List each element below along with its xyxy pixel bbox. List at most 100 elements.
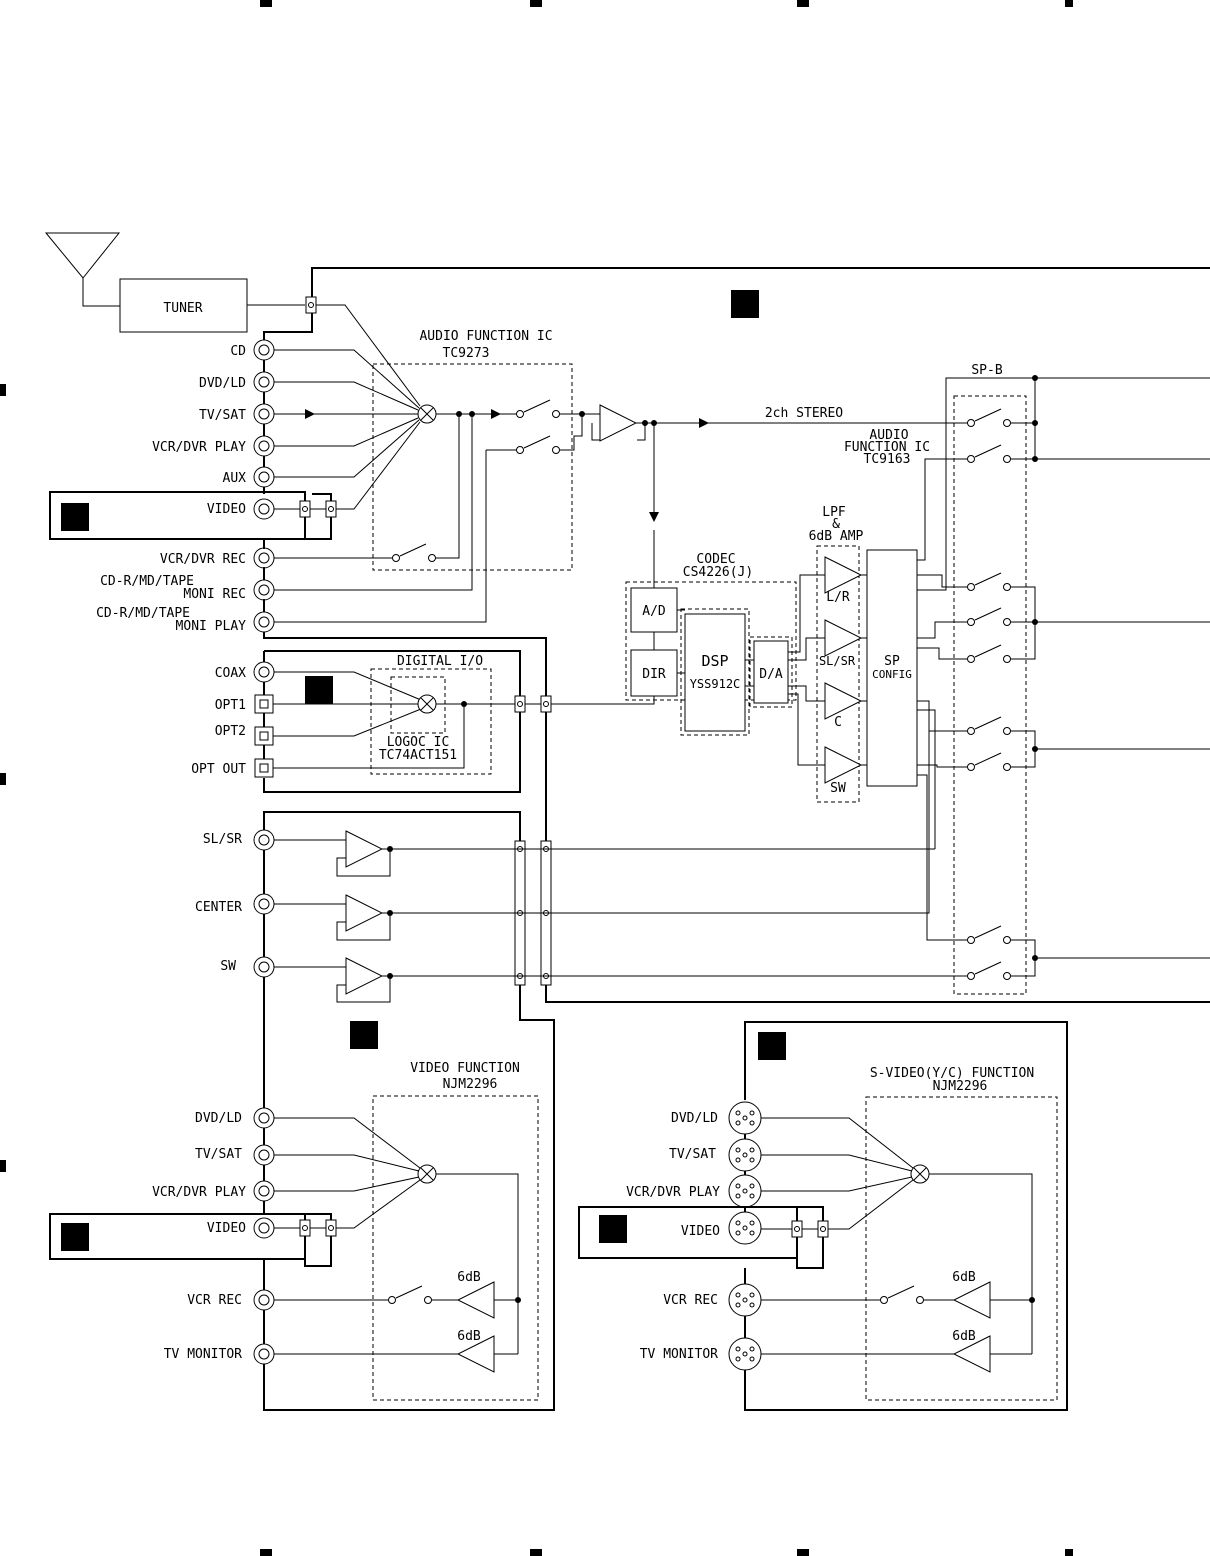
board-id-block-front-3 xyxy=(599,1215,627,1243)
video-jacks xyxy=(253,1107,275,1365)
lpf-label-3: 6dB AMP xyxy=(809,529,864,544)
video-jack-label-tvsat: TV/SAT xyxy=(195,1147,242,1162)
audio-function-ic-label: AUDIO FUNCTION IC xyxy=(419,329,552,344)
amp-label-slsr: SL/SR xyxy=(819,654,856,668)
svideo-jack-label-dvd: DVD/LD xyxy=(671,1111,718,1126)
audio-input-label-cd: CD xyxy=(230,344,246,359)
audio-input-label-video: VIDEO xyxy=(207,502,246,517)
digital-input-label-coax: COAX xyxy=(215,666,246,681)
audio-input-label-vcr-rec: VCR/DVR REC xyxy=(160,552,246,567)
svideo-jack-label-vcr-rec: VCR REC xyxy=(663,1293,718,1308)
audio-function-ic2-part: TC9163 xyxy=(864,452,911,467)
dsp-block xyxy=(684,613,746,732)
main-board-outline xyxy=(311,267,1210,297)
multich-buffers xyxy=(274,731,967,1003)
multich-input-jacks xyxy=(253,829,275,1108)
board-id-block-video xyxy=(350,1021,378,1049)
registration-marks xyxy=(0,0,1073,1556)
board-id-block-front-1 xyxy=(61,503,89,531)
digital-board-outline xyxy=(264,650,521,696)
sp-config-label-1: SP xyxy=(884,654,900,669)
video-function-label: VIDEO FUNCTION xyxy=(410,1061,520,1076)
dsp-label: DSP xyxy=(701,652,728,670)
video-gain-label-1: 6dB xyxy=(457,1270,481,1285)
digital-input-label-opt2: OPT2 xyxy=(215,724,246,739)
multich-board-outline xyxy=(263,811,521,841)
audio-input-label-dvd: DVD/LD xyxy=(199,376,246,391)
video-jack-label-dvd: DVD/LD xyxy=(195,1111,242,1126)
video-selector-wiring xyxy=(274,1117,521,1373)
svideo-jack-label-tvsat: TV/SAT xyxy=(669,1147,716,1162)
codec-part: CS4226(J) xyxy=(683,565,753,580)
board-id-block-front-2 xyxy=(61,1223,89,1251)
front-video-board-2 xyxy=(49,1213,306,1260)
sp-config-block xyxy=(866,549,918,787)
svideo-gain-label-1: 6dB xyxy=(952,1270,976,1285)
stereo-buffer xyxy=(591,404,970,522)
spb-label: SP-B xyxy=(971,363,1002,378)
logic-ic-part: TC74ACT151 xyxy=(379,748,457,763)
amp-label-lr: L/R xyxy=(826,590,850,605)
logic-ic-label: LOGOC IC xyxy=(387,735,450,750)
audio-input-jacks xyxy=(253,339,275,633)
video-gain-label-2: 6dB xyxy=(457,1329,481,1344)
multich-input-label-slsr: SL/SR xyxy=(203,832,242,847)
audio-input-label-cdr-rec-2: MONI REC xyxy=(183,587,246,602)
video-jack-label-vcr-play: VCR/DVR PLAY xyxy=(152,1185,246,1200)
lpf-box xyxy=(816,545,860,803)
audio-input-label-aux: AUX xyxy=(223,471,247,486)
logic-ic-box xyxy=(390,676,446,734)
da-label: D/A xyxy=(759,667,783,682)
multich-input-label-sw: SW xyxy=(220,959,236,974)
amp-label-c: C xyxy=(834,715,842,730)
antenna xyxy=(44,232,121,307)
digital-io-label: DIGITAL I/O xyxy=(397,654,483,669)
svideo-selector-wiring xyxy=(761,1117,1035,1373)
video-jack-label-vcr-rec: VCR REC xyxy=(187,1293,242,1308)
board-id-block-svideo xyxy=(758,1032,786,1060)
digital-io-box xyxy=(370,668,492,775)
multich-input-label-center: CENTER xyxy=(195,900,242,915)
video-function-box xyxy=(372,1095,539,1401)
audio-input-label-cdr-rec-1: CD-R/MD/TAPE xyxy=(100,574,194,589)
svideo-function-label: S-VIDEO(Y/C) FUNCTION xyxy=(870,1066,1034,1081)
svideo-jack-label-vcr-play: VCR/DVR PLAY xyxy=(626,1185,720,1200)
audio-function-ic2-label-2: FUNCTION IC xyxy=(844,440,930,455)
svideo-jacks xyxy=(728,1101,762,1371)
amp-label-sw: SW xyxy=(830,781,846,796)
tuner-label: TUNER xyxy=(163,301,202,316)
audio-function-ic-part: TC9273 xyxy=(443,346,490,361)
dsp-part: YSS912C xyxy=(690,677,741,691)
ad-block xyxy=(630,587,678,633)
audio-function-ic2-box xyxy=(953,395,1027,995)
digital-selector-wiring xyxy=(273,671,655,769)
lpf-label-2: & xyxy=(832,517,840,532)
codec-label: CODEC xyxy=(696,552,735,567)
lpf-amps xyxy=(788,556,867,784)
digital-input-label-opt1: OPT1 xyxy=(215,698,246,713)
da-block xyxy=(753,640,789,704)
audio-input-label-tvsat: TV/SAT xyxy=(199,408,246,423)
board-id-block-digital xyxy=(305,676,333,704)
sp-config-label-2: CONFIG xyxy=(872,668,912,681)
video-function-part: NJM2296 xyxy=(443,1077,498,1092)
stereo-2ch-label: 2ch STEREO xyxy=(765,406,843,421)
svideo-function-part: NJM2296 xyxy=(933,1079,988,1094)
video-jack-label-video: VIDEO xyxy=(207,1221,246,1236)
audio-function-ic2-label-1: AUDIO xyxy=(869,428,908,443)
svideo-function-box xyxy=(865,1096,1058,1401)
svideo-jack-label-tv-monitor: TV MONITOR xyxy=(640,1347,718,1362)
svideo-gain-label-2: 6dB xyxy=(952,1329,976,1344)
audio-selector-wiring xyxy=(274,304,600,623)
digital-input-jacks xyxy=(253,661,275,778)
tuner-block xyxy=(119,278,248,333)
svideo-jack-label-video: VIDEO xyxy=(681,1224,720,1239)
audio-input-label-cdr-play-1: CD-R/MD/TAPE xyxy=(96,606,190,621)
audio-input-label-vcr-play: VCR/DVR PLAY xyxy=(152,440,246,455)
speaker-switches xyxy=(917,375,1210,980)
dir-label: DIR xyxy=(642,667,666,682)
svideo-board-outline xyxy=(744,1021,1068,1411)
video-jack-label-tv-monitor: TV MONITOR xyxy=(164,1347,242,1362)
board-id-block-main xyxy=(731,290,759,318)
